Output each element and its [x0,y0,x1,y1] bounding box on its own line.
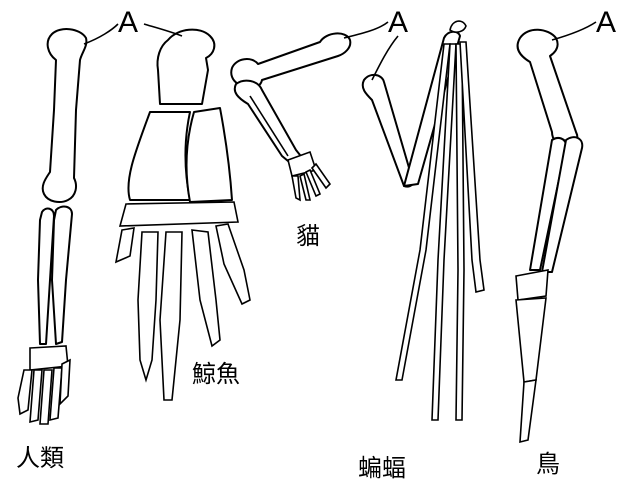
bat-thumb [450,21,466,32]
caption-bat: 蝙蝠 [358,454,406,482]
bird-digit [520,380,536,442]
leader-bat [372,36,398,80]
leader-bird [552,22,596,40]
bat-digits [396,42,484,420]
label-a-human-whale: A [118,6,138,39]
caption-bird: 鳥 [536,450,560,478]
human-humerus [43,29,87,202]
caption-whale: 鯨魚 [192,360,240,388]
bat-humerus [363,75,414,187]
bird-wing [516,30,582,442]
human-limb [18,29,86,424]
bat-wing [363,21,484,420]
whale-humerus [157,30,214,104]
leader-whale [144,24,182,36]
cat-paw [288,152,330,200]
bird-carpals [516,270,548,300]
human-radius [52,207,72,344]
whale-ulna [187,108,232,202]
whale-flipper [116,30,250,400]
whale-carpals [120,202,238,226]
bird-carpometacarpus [516,298,546,382]
cat-radius-ulna [235,81,304,166]
human-hand [18,346,70,424]
whale-radius [128,112,190,200]
label-a-cat-bat: A [388,6,408,39]
leader-human [84,24,118,44]
cat-limb [231,33,350,200]
caption-cat: 貓 [296,222,320,250]
leader-cat [344,22,388,38]
label-a-bird: A [596,6,616,39]
bird-humerus [518,30,578,147]
caption-human: 人類 [16,444,64,472]
